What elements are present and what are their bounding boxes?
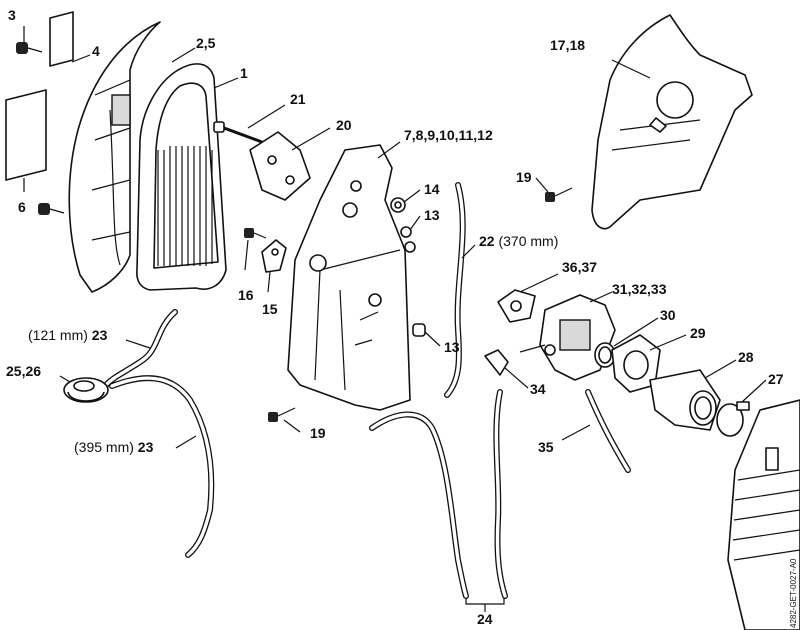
callout-25-26: 25,26 (6, 363, 41, 379)
bolt-21 (213, 121, 263, 144)
callout-7-12: 7,8,9,10,11,12 (404, 127, 493, 143)
air-filter (136, 63, 227, 291)
callout-16: 16 (238, 287, 254, 303)
callout-3: 3 (8, 7, 16, 23)
callout-19b: 19 (310, 425, 326, 441)
callout-27: 27 (768, 371, 784, 387)
manifold-28 (649, 369, 721, 431)
screw-19a (545, 187, 573, 202)
hose-23-short (103, 309, 178, 388)
callout-20: 20 (336, 117, 352, 133)
callout-31-33: 31,32,33 (612, 281, 667, 297)
bracket-20 (249, 131, 311, 201)
screw-19b (268, 407, 296, 422)
screw-16 (244, 228, 267, 239)
callout-36-37: 36,37 (562, 259, 597, 275)
callout-24: 24 (477, 611, 493, 627)
callout-4: 4 (92, 43, 100, 59)
callout-22: 22 (370 mm) (479, 233, 558, 249)
hose-24-left (369, 411, 469, 599)
callout-29: 29 (690, 325, 706, 341)
screw-6 (38, 203, 65, 215)
carburetor-housing (287, 144, 411, 411)
callout-30: 30 (660, 307, 676, 323)
screw-3 (16, 42, 43, 54)
plate-15 (261, 239, 287, 273)
hose-35 (585, 389, 631, 473)
hose-22 (444, 182, 466, 398)
callout-1: 1 (240, 65, 248, 81)
cylinder (727, 399, 800, 630)
hose-23-long (109, 375, 215, 558)
filter-label-sticker (5, 11, 74, 181)
grommet-13b (412, 323, 426, 337)
shroud (591, 14, 753, 230)
primer-bulb-25-26 (63, 377, 109, 403)
knob-34 (484, 349, 509, 376)
callout-13a: 13 (424, 207, 440, 223)
callout-34: 34 (530, 381, 546, 397)
filter-cover (68, 21, 161, 293)
hose-24-right (493, 389, 508, 599)
callout-23b: (395 mm) 23 (74, 439, 154, 455)
clamp-27 (716, 401, 750, 437)
nut-13a (400, 226, 416, 253)
callout-15: 15 (262, 301, 278, 317)
callout-6: 6 (18, 199, 26, 215)
callout-14: 14 (424, 181, 440, 197)
callout-28: 28 (738, 349, 754, 365)
reference-code: 4282-GET-0027-A0 (789, 558, 798, 628)
callout-35: 35 (538, 439, 554, 455)
carburetor (519, 294, 616, 381)
callout-13b: 13 (444, 339, 460, 355)
callout-23a: (121 mm) 23 (28, 327, 108, 343)
grommet-14 (390, 197, 406, 213)
leader-lines (23, 26, 767, 612)
callout-21: 21 (290, 91, 306, 107)
callout-17-18: 17,18 (550, 37, 585, 53)
callout-19a: 19 (516, 169, 532, 185)
callout-labels: 3 4 2,5 1 21 20 6 7,8,9,10,11,12 14 13 1… (6, 7, 784, 627)
gasket-36-37 (497, 289, 536, 323)
flange-29 (611, 334, 661, 393)
callout-2-5: 2,5 (196, 35, 216, 51)
